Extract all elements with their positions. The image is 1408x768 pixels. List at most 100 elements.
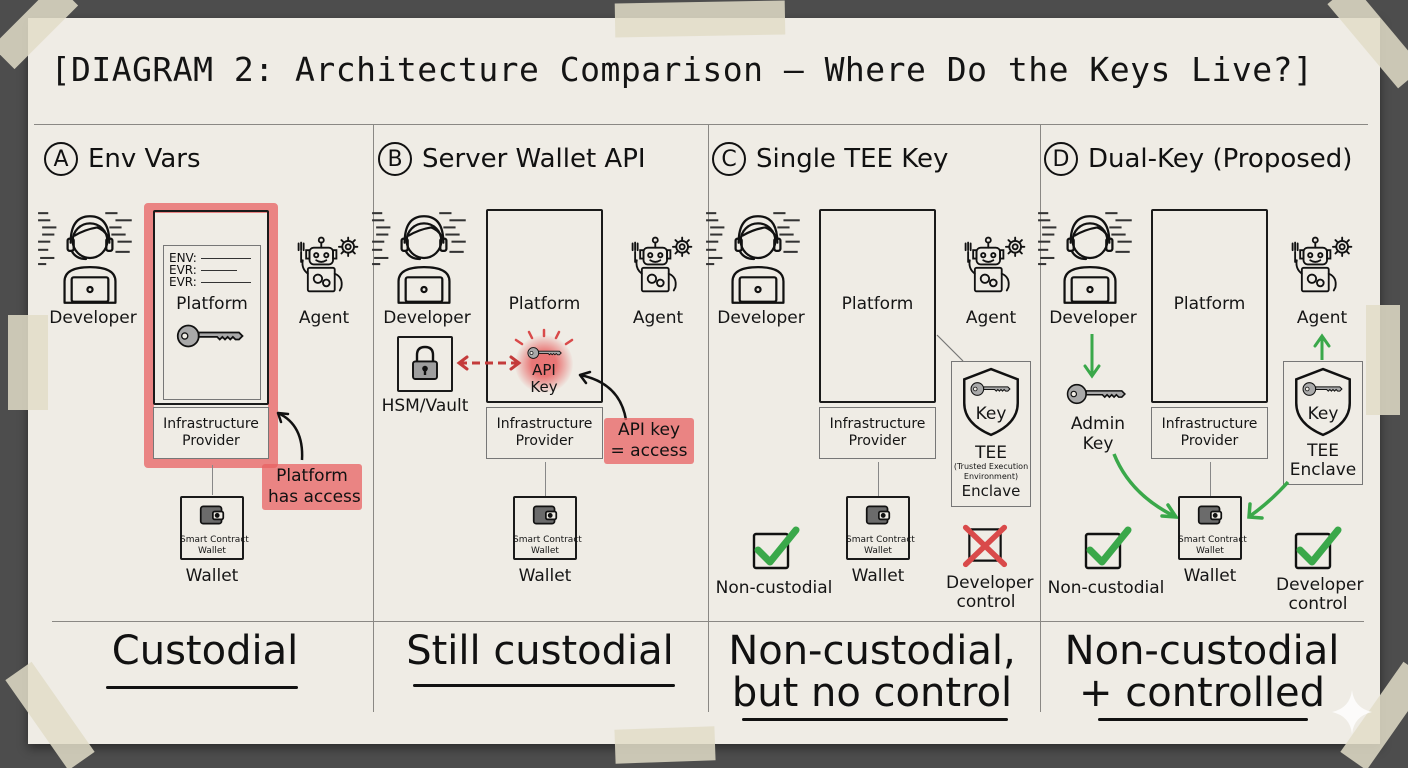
letter-badge-d: D (1044, 142, 1078, 176)
api-key-glow (515, 335, 573, 393)
developer-icon (702, 204, 814, 316)
wallet-connector (212, 465, 213, 495)
platform-box (153, 210, 269, 405)
tape-right-middle (1366, 305, 1400, 415)
verdict-c: Non-custodial,but no control (728, 628, 1016, 716)
tape-left-middle (8, 315, 48, 410)
platform-red-highlight (144, 203, 278, 468)
env-vars-card (163, 245, 261, 400)
wallet-icon (865, 503, 891, 527)
tee-enclave-box (951, 361, 1031, 507)
smart-contract-wallet-box (846, 496, 910, 560)
sparkle-icon (1332, 690, 1372, 734)
platform-label: Platform (176, 294, 248, 314)
hsm-vault-box (397, 336, 453, 392)
platform-box (819, 209, 936, 403)
verdict-b: Still custodial (406, 628, 674, 674)
diagram-title: [DIAGRAM 2: Architecture Comparison — Wh… (50, 50, 1314, 89)
green-arrow-down (1083, 334, 1101, 379)
wallet-connector (878, 462, 879, 496)
glow-rays (514, 328, 574, 346)
shield-icon (960, 366, 1022, 438)
wallet-label: Wallet (518, 566, 572, 586)
developer-icon (1034, 204, 1146, 316)
verdict-b-underline (413, 684, 675, 687)
wallet-label: Wallet (185, 566, 239, 586)
infrastructure-provider-box (486, 407, 603, 459)
tee-label: TEE (Trusted Execution Environment) Encl… (953, 443, 1029, 500)
tape-bottom-center (614, 726, 716, 764)
callout-arrow (276, 411, 304, 461)
check-icon-developer-control (1292, 524, 1342, 574)
verdict-a-underline (106, 686, 298, 689)
infrastructure-provider-box (1151, 407, 1268, 459)
agent-robot-icon (1284, 230, 1360, 314)
panel-c-title-text: Single TEE Key (756, 144, 949, 174)
smart-contract-wallet-box (180, 496, 244, 560)
tee-enclave-box (1283, 361, 1363, 485)
hsm-vault-label: HSM/Vault (381, 396, 469, 416)
panel-b-title-text: Server Wallet API (422, 144, 646, 174)
platform-label: Platform (841, 294, 914, 314)
api-key-icon (527, 346, 563, 360)
smart-contract-wallet-box (513, 496, 577, 560)
platform-label: Platform (508, 294, 581, 314)
shield-icon (1292, 366, 1354, 438)
wallet-connector (545, 462, 546, 496)
wallet-icon (532, 503, 558, 527)
agent-robot-icon (290, 230, 366, 314)
platform-box (1151, 209, 1268, 403)
tee-key-icon (970, 381, 1012, 397)
panel-c-title: C Single TEE Key (712, 142, 948, 176)
verdict-d-underline (1098, 718, 1308, 721)
panel-b-title: B Server Wallet API (378, 142, 646, 176)
api-key-equals-access-callout: API key= access (604, 418, 694, 464)
agent-label: Agent (965, 308, 1017, 328)
check-icon (750, 524, 800, 574)
wallet-label: Wallet (851, 566, 905, 586)
tee-key-label: Key (1307, 404, 1339, 424)
developer-icon (368, 204, 480, 316)
green-arrow-up (1313, 333, 1331, 360)
developer-label: Developer (49, 308, 137, 328)
paper-sheet (28, 18, 1380, 744)
smart-contract-wallet-box (1178, 496, 1242, 560)
env-var-line-2: EVR: (169, 262, 237, 279)
developer-icon (34, 204, 146, 316)
non-custodial-label: Non-custodial (715, 578, 833, 598)
divider-col-1 (373, 124, 374, 712)
panel-d-title: D Dual-Key (Proposed) (1044, 142, 1352, 176)
admin-key-icon (1066, 382, 1128, 406)
wallet-connector (1210, 462, 1211, 496)
tee-connector-line (936, 334, 964, 362)
wallet-icon (1197, 503, 1223, 527)
key-icon (176, 322, 246, 350)
letter-badge-a: A (44, 142, 78, 176)
agent-label: Agent (298, 308, 350, 328)
panel-d-title-text: Dual-Key (Proposed) (1088, 144, 1353, 174)
env-var-line-1: ENV: (169, 250, 251, 267)
wallet-icon (199, 503, 225, 527)
letter-badge-b: B (378, 142, 412, 176)
divider-top (34, 124, 1368, 125)
cross-icon (962, 522, 1008, 568)
platform-box (486, 209, 603, 403)
divider-col-2 (708, 124, 709, 712)
developer-label: Developer (1049, 308, 1137, 328)
non-custodial-label: Non-custodial (1047, 578, 1165, 598)
verdict-a: Custodial (111, 628, 299, 674)
divider-col-3 (1040, 124, 1041, 712)
agent-label: Agent (632, 308, 684, 328)
